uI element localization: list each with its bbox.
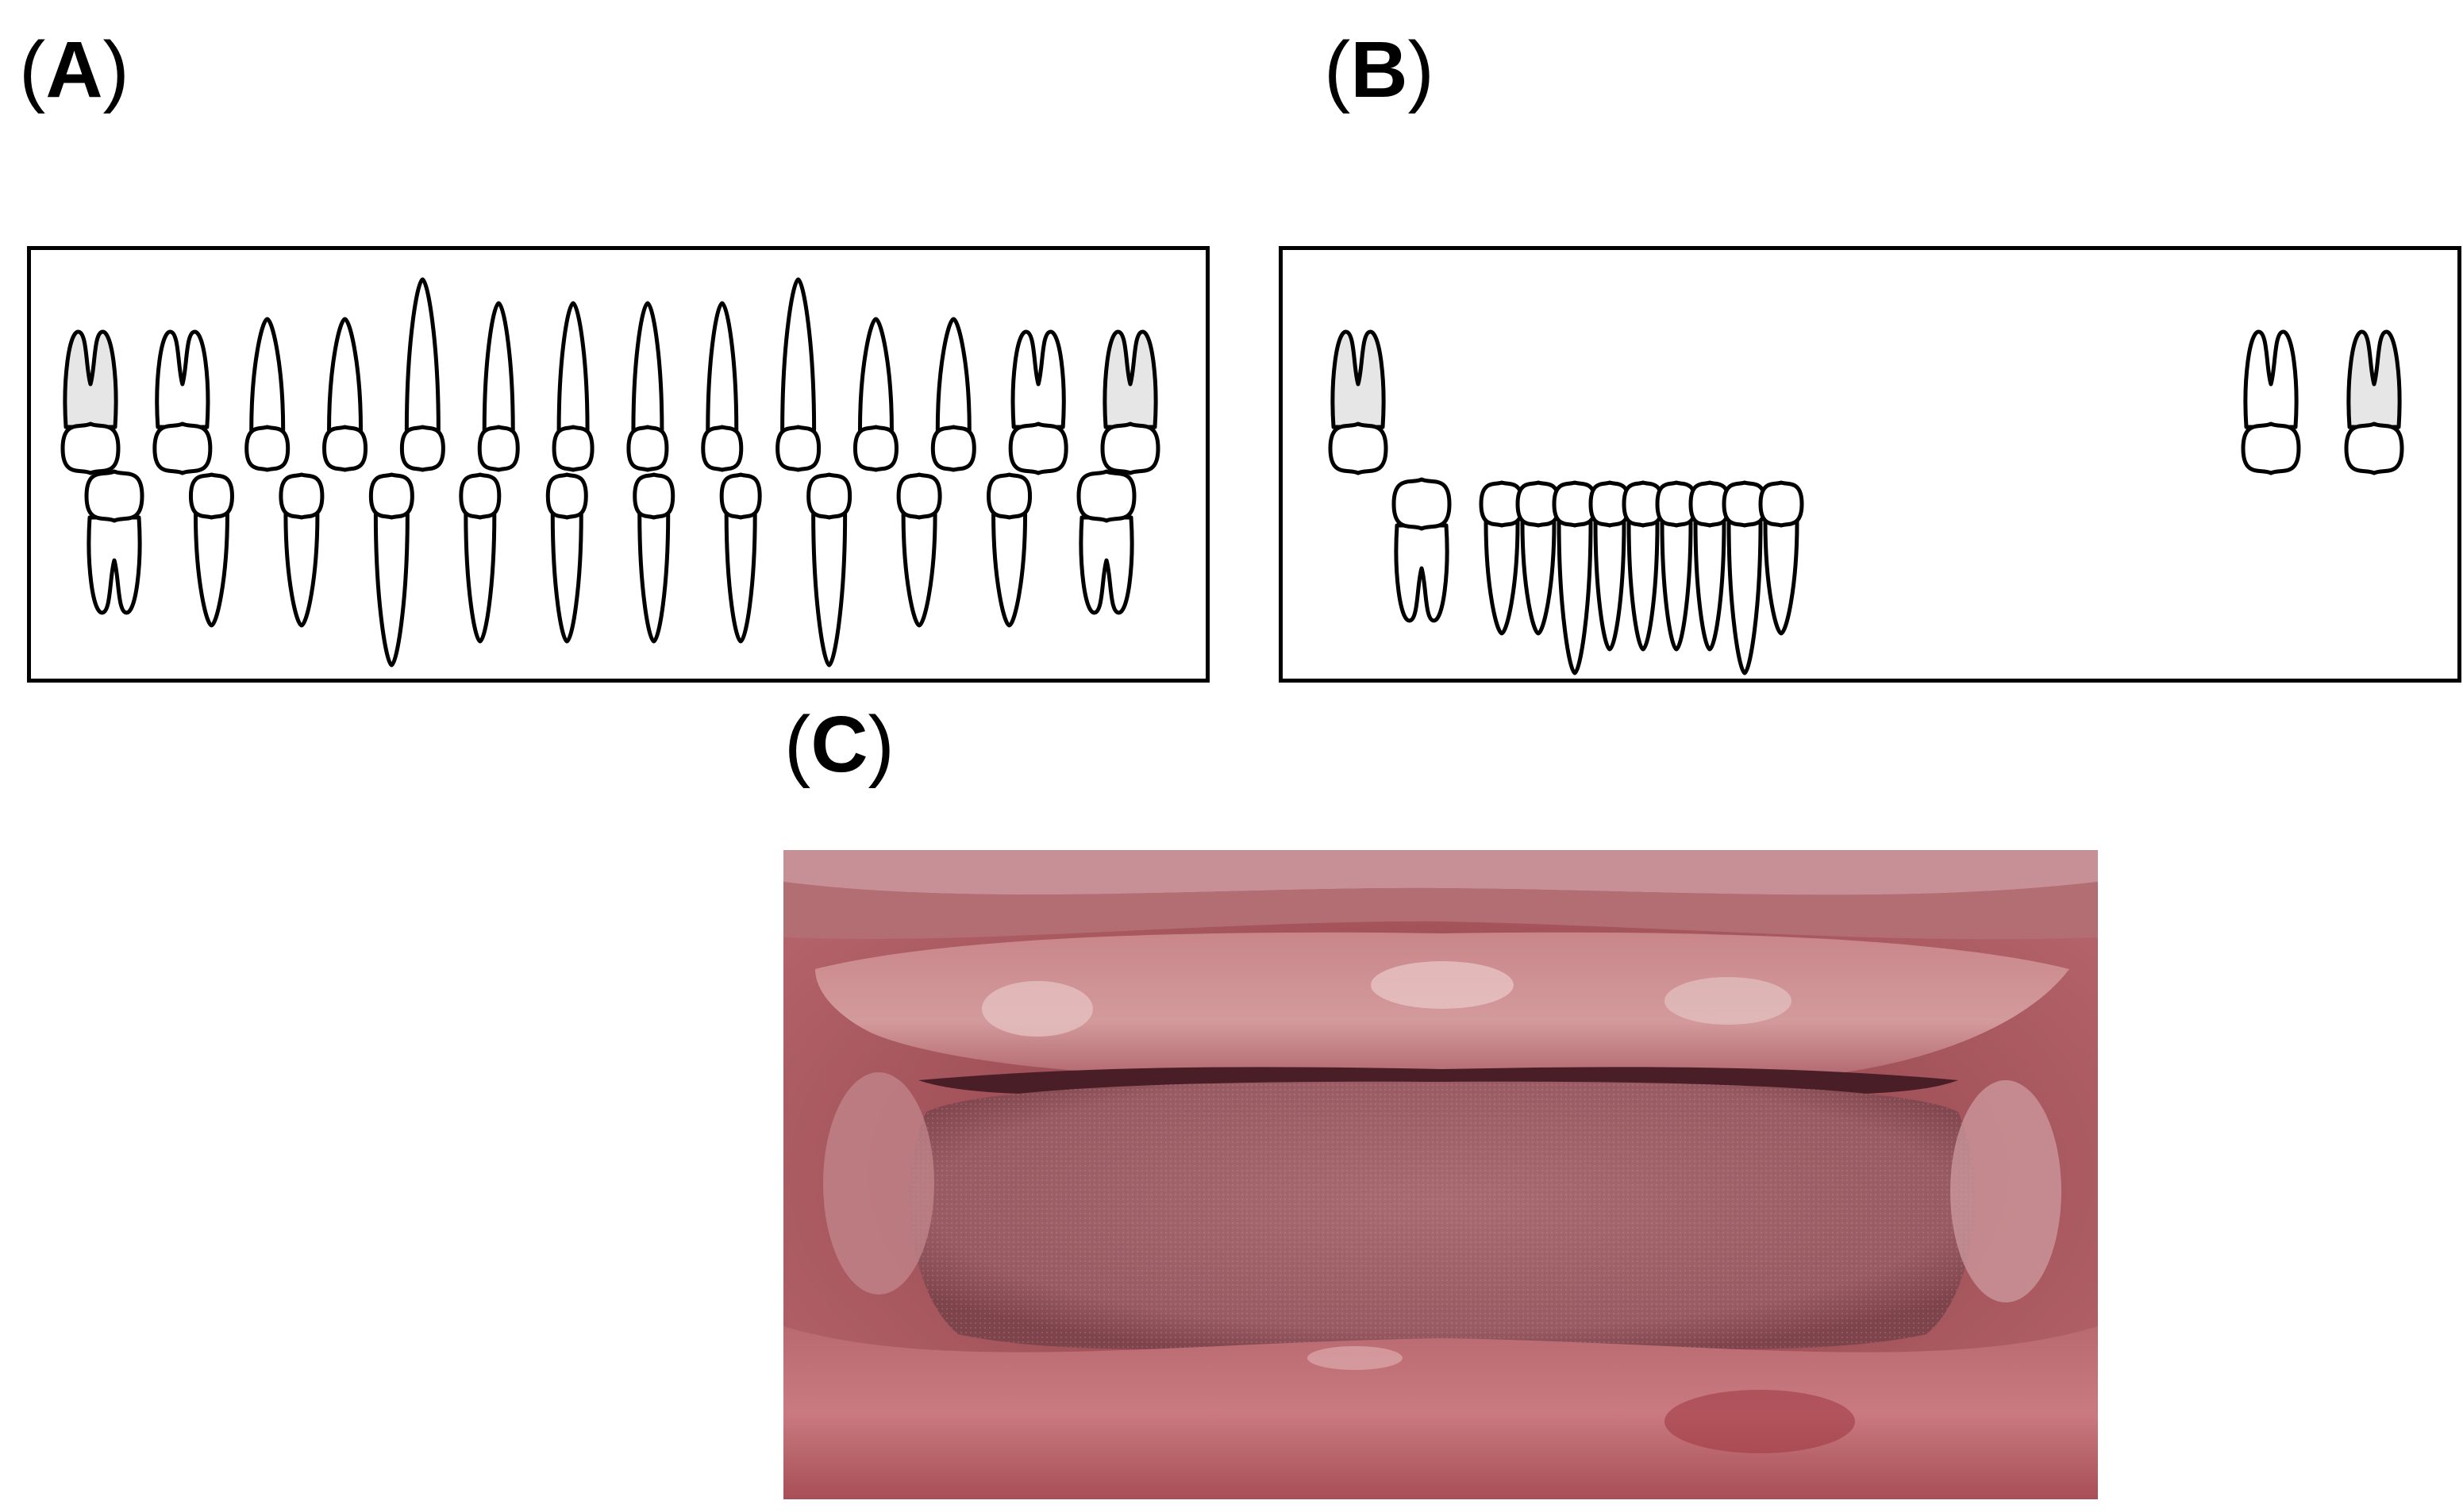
lower-tooth-incisor [459,472,502,644]
lower-tooth-premolar [1479,480,1525,636]
panel-label-a: (A) [19,25,129,114]
panel-label-c: (C) [784,700,895,789]
dental-chart-a-drawing [60,277,1160,668]
right-cheek-mucosa [1950,1080,2061,1302]
lower-tooth-premolar [896,472,942,628]
lower-tooth-premolar [188,472,234,628]
lower-tooth-canine [1552,480,1598,675]
upper-tooth-molar [152,329,213,475]
lower-tooth-canine [806,472,852,668]
panel-label-b: (B) [1324,25,1434,114]
lower-tooth-canine [1722,480,1768,675]
upper-tooth-incisor [701,301,744,472]
upper-lip [783,850,2098,895]
lower-tooth-premolar [987,472,1033,628]
ridge-highlight [1307,1346,1403,1370]
lower-tooth-incisor [1688,480,1731,652]
lower-tooth-molar [1391,477,1452,623]
upper-tooth-incisor [477,301,520,472]
left-cheek-mucosa [823,1072,934,1295]
ridge-highlight [982,981,1093,1037]
upper-lip-inner [783,882,2098,940]
lower-tooth-incisor [719,472,762,644]
lower-tooth-molar [1076,469,1137,615]
lower-tooth-premolar [1758,480,1804,636]
tongue-texture [910,1081,1975,1349]
lower-ridge [783,1326,2098,1499]
upper-tooth-incisor [626,301,669,472]
lower-tooth-incisor [633,472,675,644]
lower-tooth-incisor [1655,480,1698,652]
upper-tooth-premolar [852,317,899,472]
upper-tooth-molar [2344,329,2404,475]
upper-tooth-canine [399,277,445,472]
dental-chart-b [1279,246,2461,683]
lower-tooth-premolar [279,472,325,628]
upper-tooth-canine [775,277,822,472]
lower-tooth-molar [84,469,144,615]
upper-tooth-premolar [322,317,368,472]
lower-tooth-canine [368,472,414,668]
dental-chart-a [27,246,1210,683]
upper-tooth-premolar [930,317,976,472]
upper-tooth-incisor [552,301,595,472]
upper-tooth-molar [2241,329,2301,475]
ridge-highlight [1664,977,1791,1025]
lower-tooth-incisor [1588,480,1631,652]
upper-tooth-premolar [244,317,291,472]
ridge-highlight [1371,961,1514,1009]
upper-tooth-molar [1328,329,1388,475]
lower-gum-shadow [1664,1390,1855,1453]
upper-tooth-molar [1008,329,1068,475]
dental-chart-b-drawing [1328,329,2404,675]
intraoral-photo [783,850,2098,1499]
lower-tooth-incisor [545,472,588,644]
upper-tooth-molar [60,329,121,475]
upper-tooth-molar [1100,329,1160,475]
intraoral-photo-drawing [783,850,2098,1499]
